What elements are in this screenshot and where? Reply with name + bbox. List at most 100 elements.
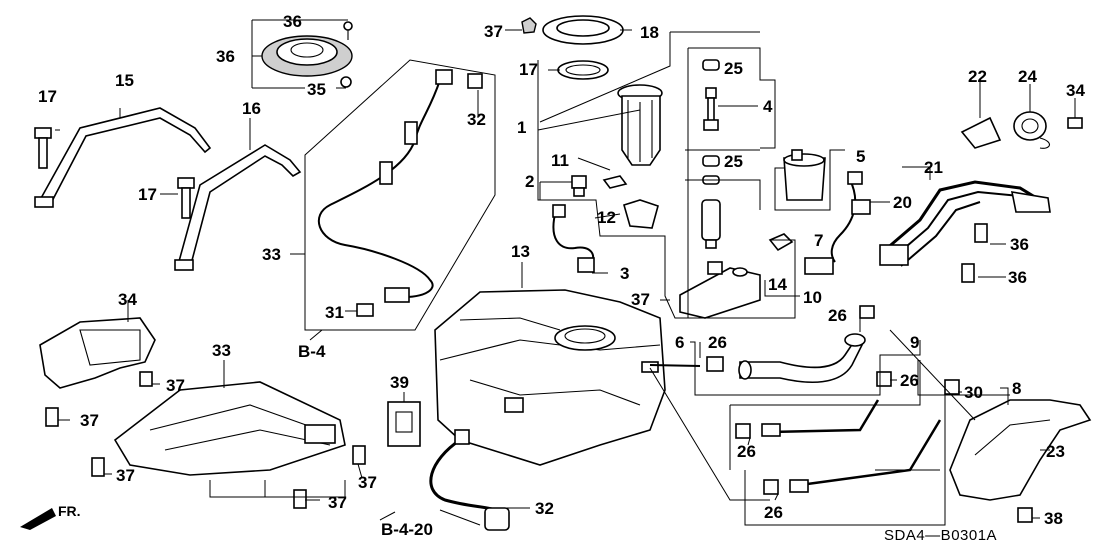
callout-36-b: 36 bbox=[1008, 268, 1027, 287]
callout-31: 33 bbox=[262, 245, 281, 264]
callout-9: 9 bbox=[910, 333, 919, 352]
callout-25-lower: 25 bbox=[724, 152, 743, 171]
clip-26-mid bbox=[735, 423, 751, 439]
under-cover-33 bbox=[113, 381, 346, 476]
bolt-37-d bbox=[352, 445, 366, 465]
callout-37-a: 37 bbox=[166, 376, 185, 395]
callout-18-label: 17 bbox=[519, 60, 538, 79]
fuel-tank bbox=[434, 289, 666, 466]
callout-37-c: 37 bbox=[116, 466, 135, 485]
callout-25-upper: 25 bbox=[724, 59, 743, 78]
callout-26-upper: 26 bbox=[900, 371, 919, 390]
filler-door-22 bbox=[960, 116, 1002, 149]
bolt-36-lower bbox=[961, 263, 975, 283]
splash-guard-23 bbox=[949, 399, 1092, 501]
filter-holder-12 bbox=[623, 199, 659, 229]
callout-13: 13 bbox=[511, 242, 530, 261]
callout-27-lower: 26 bbox=[708, 333, 727, 352]
callout-39: 39 bbox=[390, 373, 409, 392]
part-drawings bbox=[20, 15, 1092, 531]
seal-25-upper bbox=[702, 59, 720, 71]
fuel-filler-pipe-21 bbox=[884, 180, 1049, 252]
harness-connector-top bbox=[435, 69, 453, 85]
clip-26-upper bbox=[876, 371, 892, 387]
pressure-regulator-4 bbox=[703, 87, 719, 131]
breather-pipe-upper bbox=[769, 399, 880, 434]
callout-26-middle: 26 bbox=[737, 442, 756, 461]
callout-1: 1 bbox=[517, 118, 526, 137]
strap-end-right bbox=[174, 259, 194, 271]
callout-23: 23 bbox=[1046, 442, 1065, 461]
fuel-pump-5 bbox=[783, 149, 826, 201]
filter-fitting bbox=[707, 261, 723, 275]
bolt-37-a bbox=[139, 371, 153, 387]
callout-35: 36 bbox=[216, 47, 235, 66]
diagram-code: SDA4—B0301A bbox=[884, 527, 997, 544]
fuel-cap-24 bbox=[1013, 111, 1050, 149]
callout-36-a: 36 bbox=[1010, 235, 1029, 254]
callout-32-label: 32 bbox=[535, 499, 554, 518]
callout-37-d: 37 bbox=[358, 473, 377, 492]
front-direction-arrow-icon bbox=[20, 508, 56, 530]
clip-27-lower bbox=[706, 356, 724, 372]
ref-b-4: B-4 bbox=[298, 342, 326, 361]
bolt-37-b bbox=[45, 407, 59, 427]
front-label: FR. bbox=[58, 503, 81, 519]
nut-43 bbox=[521, 17, 537, 34]
bolt-36-upper bbox=[974, 223, 988, 243]
harness-connector-bottom bbox=[384, 287, 410, 303]
callout-numbers: 36 36 35 15 17 16 17 33 31 B-4 32 37 18 … bbox=[38, 12, 1085, 544]
callout-24: 24 bbox=[1018, 67, 1037, 86]
callout-40: 34 bbox=[1066, 81, 1085, 100]
callout-16: 16 bbox=[242, 99, 261, 118]
clip-27-upper bbox=[859, 305, 875, 319]
callout-37-b: 37 bbox=[80, 411, 99, 430]
bolt-37-e bbox=[293, 489, 307, 509]
strap-end-left bbox=[34, 196, 54, 208]
clip-40 bbox=[1067, 117, 1083, 129]
callout-6: 6 bbox=[675, 333, 684, 352]
clip-28 bbox=[356, 303, 374, 317]
callout-42: 36 bbox=[283, 12, 302, 31]
callout-34-label: 34 bbox=[118, 290, 137, 309]
callout-22: 22 bbox=[968, 67, 987, 86]
connector-29 bbox=[467, 73, 483, 89]
fuel-tank-strap-right bbox=[177, 144, 302, 269]
seal-25-lower bbox=[702, 155, 720, 167]
callout-15: 15 bbox=[115, 71, 134, 90]
fuel-sender-2 bbox=[571, 175, 587, 197]
callout-30: 30 bbox=[964, 383, 983, 402]
callout-4: 4 bbox=[763, 97, 773, 116]
bolt-17-lower bbox=[177, 177, 195, 219]
ref-b-4-20: B-4-20 bbox=[381, 520, 433, 539]
callout-27-upper: 26 bbox=[828, 306, 847, 325]
fuel-pump-lock-ring bbox=[542, 15, 624, 45]
harness-group-outline bbox=[304, 59, 496, 331]
callout-12: 12 bbox=[597, 208, 616, 227]
fuel-strainer-10 bbox=[701, 199, 721, 249]
fuel-tank-strap-left bbox=[38, 107, 212, 207]
callout-33: 33 bbox=[212, 341, 231, 360]
callout-43: 37 bbox=[484, 22, 503, 41]
bolt-38 bbox=[1017, 507, 1033, 523]
callout-26-lower: 26 bbox=[764, 503, 783, 522]
fuel-filter-14 bbox=[679, 267, 761, 319]
fuel-pump-module bbox=[617, 84, 663, 166]
callout-28: 31 bbox=[325, 303, 344, 322]
harness-clip-2 bbox=[379, 161, 393, 185]
heat-shield-34 bbox=[39, 317, 156, 389]
filler-hose-9 bbox=[739, 338, 864, 384]
callout-44: 37 bbox=[631, 290, 650, 309]
clamp-39 bbox=[387, 401, 421, 447]
sub-harness-3 bbox=[552, 209, 595, 266]
cover-bracket bbox=[304, 424, 336, 444]
clip-7 bbox=[768, 233, 794, 252]
callout-21: 21 bbox=[924, 158, 943, 177]
callout-7: 7 bbox=[814, 231, 823, 250]
clip-30 bbox=[944, 379, 960, 395]
callout-8: 8 bbox=[1012, 379, 1021, 398]
callout-37-e: 37 bbox=[328, 493, 347, 512]
callout-17-upper: 17 bbox=[38, 87, 57, 106]
bolt-17-upper bbox=[34, 127, 52, 169]
